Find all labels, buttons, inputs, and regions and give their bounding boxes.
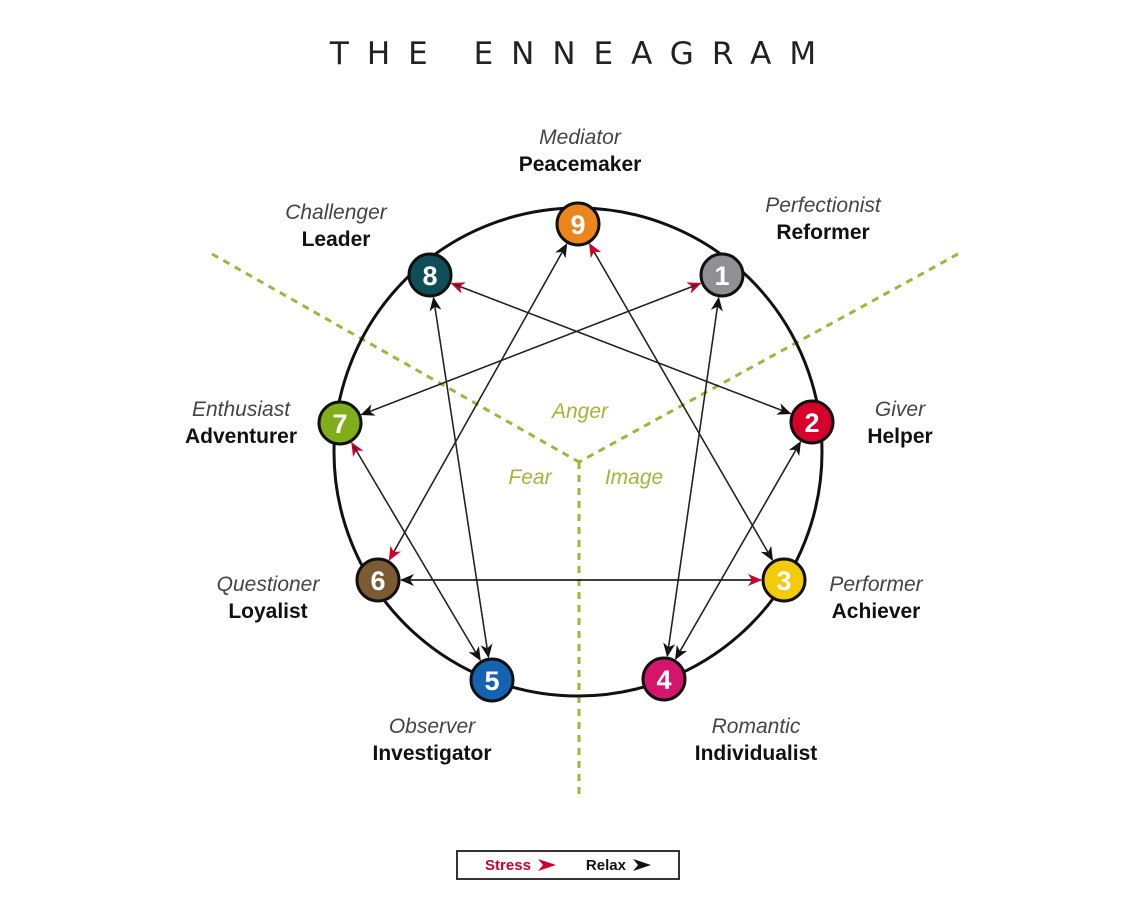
type-node-4: 4: [641, 656, 687, 702]
type-number-7: 7: [332, 409, 347, 439]
type-name: Investigator: [372, 742, 492, 765]
type-node-3: 3: [761, 557, 807, 603]
type-node-circle-1: [699, 252, 745, 298]
legend-relax: Relax: [586, 857, 651, 874]
type-node-7: 7: [317, 400, 363, 446]
type-role: Perfectionist: [765, 194, 881, 217]
relax-arrow-icon: [632, 859, 651, 871]
type-name: Achiever: [831, 600, 921, 623]
type-name: Adventurer: [184, 425, 298, 448]
type-name: Individualist: [694, 742, 818, 765]
node-layer: 1 2 3 4 5 6 7 8 9: [317, 201, 835, 703]
type-role: Challenger: [285, 201, 387, 224]
legend-relax-label: Relax: [585, 856, 626, 874]
center-anger: Anger: [550, 400, 609, 423]
type-node-6: 6: [355, 557, 401, 603]
type-name: Leader: [301, 228, 371, 251]
legend-stress: Stress: [485, 857, 556, 874]
type-role: Questioner: [216, 573, 320, 596]
type-number-1: 1: [714, 261, 729, 291]
stress-arrow-icon: [537, 859, 556, 871]
type-node-circle-8: [407, 252, 453, 298]
type-node-circle-2: [789, 399, 835, 445]
arrow-7-to-5-relax: [353, 445, 481, 662]
arrow-3-to-9-stress: [588, 243, 772, 557]
type-number-3: 3: [776, 566, 791, 596]
arrow-9-to-6-stress: [388, 247, 566, 561]
type-role: Romantic: [711, 715, 801, 738]
type-role: Giver: [874, 398, 926, 421]
type-number-4: 4: [656, 665, 671, 695]
legend: Stress Relax: [456, 850, 680, 880]
arrow-4-to-1-relax: [667, 296, 723, 653]
arrow-2-to-4-relax: [674, 445, 800, 660]
arrow-1-to-7-relax: [360, 284, 698, 416]
type-number-6: 6: [370, 566, 385, 596]
type-role: Observer: [388, 715, 476, 738]
type-node-2: 2: [789, 399, 835, 445]
type-number-9: 9: [570, 210, 585, 240]
type-node-circle-9: [555, 201, 601, 247]
type-number-8: 8: [422, 261, 437, 291]
type-name: Reformer: [776, 221, 870, 244]
type-role: Enthusiast: [191, 398, 291, 421]
type-role: Mediator: [539, 126, 621, 149]
type-node-circle-6: [355, 557, 401, 603]
type-node-circle-5: [469, 657, 515, 703]
center-fear: Fear: [508, 466, 552, 489]
divider-left: [211, 252, 580, 464]
page-title: THE ENNEAGRAM: [329, 36, 835, 72]
arrow-8-to-2-relax: [454, 284, 792, 415]
center-dividers: [211, 252, 959, 800]
type-name: Peacemaker: [518, 153, 642, 176]
arrow-5-to-8-relax: [429, 296, 489, 654]
type-node-9: 9: [555, 201, 601, 247]
type-number-2: 2: [804, 408, 819, 438]
arrow-layer: [351, 243, 802, 662]
type-node-circle-7: [317, 400, 363, 446]
type-role: Performer: [829, 573, 923, 596]
type-node-circle-3: [761, 557, 807, 603]
type-node-1: 1: [699, 252, 745, 298]
legend-stress-label: Stress: [485, 856, 531, 874]
type-name: Loyalist: [228, 600, 308, 623]
type-name: Helper: [867, 425, 933, 448]
center-image: Image: [605, 466, 663, 489]
type-node-circle-4: [641, 656, 687, 702]
type-node-8: 8: [407, 252, 453, 298]
type-node-5: 5: [469, 657, 515, 703]
type-number-5: 5: [484, 666, 499, 696]
